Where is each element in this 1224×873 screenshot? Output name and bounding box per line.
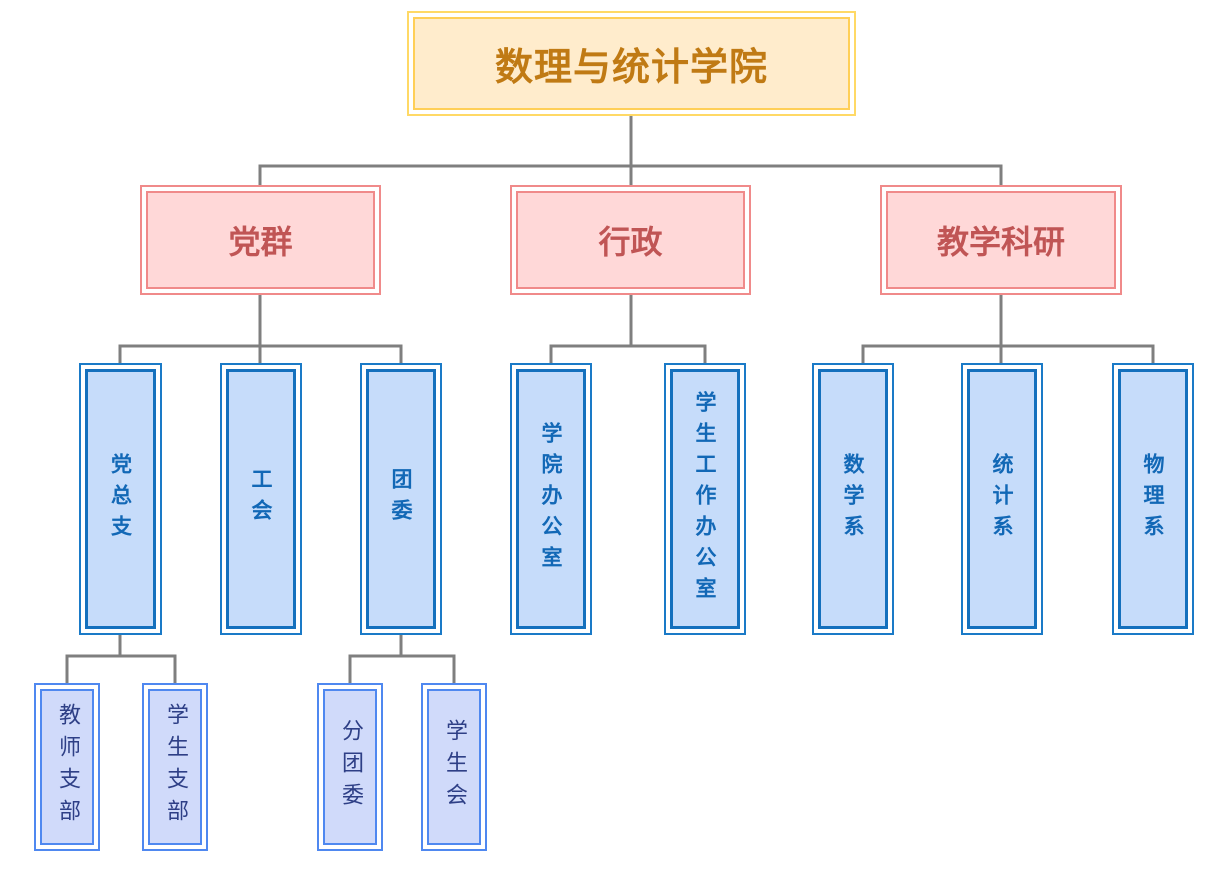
node-body: 教师支部 — [40, 689, 94, 845]
node-label: 学院办公室 — [539, 421, 563, 577]
node-body: 教学科研 — [886, 191, 1116, 289]
node-body: 学院办公室 — [516, 369, 586, 629]
node-dangzongzhi[interactable]: 党总支 — [79, 363, 162, 635]
node-xuesheng-gongzuo-bangongshi[interactable]: 学生工作办公室 — [664, 363, 746, 635]
node-tuanwei[interactable]: 团委 — [360, 363, 442, 635]
node-jiaoxue-keyan[interactable]: 教学科研 — [880, 185, 1122, 295]
node-body: 团委 — [366, 369, 436, 629]
node-label: 教学科研 — [936, 223, 1065, 261]
node-label: 团委 — [389, 468, 413, 530]
node-wulixi[interactable]: 物理系 — [1112, 363, 1194, 635]
connector-dangzongzhi-bus — [65, 654, 177, 683]
root-node-body: 数理与统计学院 — [413, 17, 850, 110]
node-xingzheng[interactable]: 行政 — [510, 185, 751, 295]
node-fentuanwei[interactable]: 分团委 — [317, 683, 383, 851]
root-node-college[interactable]: 数理与统计学院 — [407, 11, 856, 116]
node-label: 学生支部 — [163, 703, 188, 831]
node-label: 物理系 — [1141, 452, 1165, 546]
node-label: 党总支 — [108, 452, 133, 546]
node-xueshenghui[interactable]: 学生会 — [421, 683, 487, 851]
node-label: 党群 — [228, 223, 293, 261]
node-label: 教师支部 — [55, 703, 80, 831]
node-body: 学生支部 — [148, 689, 202, 845]
connector-xingzheng-bus — [549, 344, 707, 363]
node-body: 学生工作办公室 — [670, 369, 740, 629]
connector-jiaoxue-bus — [861, 344, 1155, 363]
node-body: 党群 — [146, 191, 375, 289]
node-body: 工会 — [226, 369, 296, 629]
node-tongjixi[interactable]: 统计系 — [961, 363, 1043, 635]
node-body: 物理系 — [1118, 369, 1188, 629]
node-xuesheng-zhibu[interactable]: 学生支部 — [142, 683, 208, 851]
node-label: 统计系 — [990, 452, 1014, 546]
connector-tuanwei-bus — [348, 654, 456, 683]
node-label: 数学系 — [841, 452, 865, 546]
node-gonghui[interactable]: 工会 — [220, 363, 302, 635]
node-body: 统计系 — [967, 369, 1037, 629]
node-label: 学生工作办公室 — [693, 390, 717, 608]
node-dangqun[interactable]: 党群 — [140, 185, 381, 295]
node-shuxuexi[interactable]: 数学系 — [812, 363, 894, 635]
node-label: 行政 — [598, 223, 663, 261]
node-body: 学生会 — [427, 689, 481, 845]
node-body: 党总支 — [85, 369, 156, 629]
root-node-label: 数理与统计学院 — [494, 45, 768, 89]
node-label: 分团委 — [338, 719, 363, 815]
node-xueyuan-bangongshi[interactable]: 学院办公室 — [510, 363, 592, 635]
node-body: 数学系 — [818, 369, 888, 629]
node-body: 分团委 — [323, 689, 377, 845]
node-jiaoshi-zhibu[interactable]: 教师支部 — [34, 683, 100, 851]
node-label: 工会 — [249, 468, 273, 530]
node-body: 行政 — [516, 191, 745, 289]
node-label: 学生会 — [442, 719, 467, 815]
